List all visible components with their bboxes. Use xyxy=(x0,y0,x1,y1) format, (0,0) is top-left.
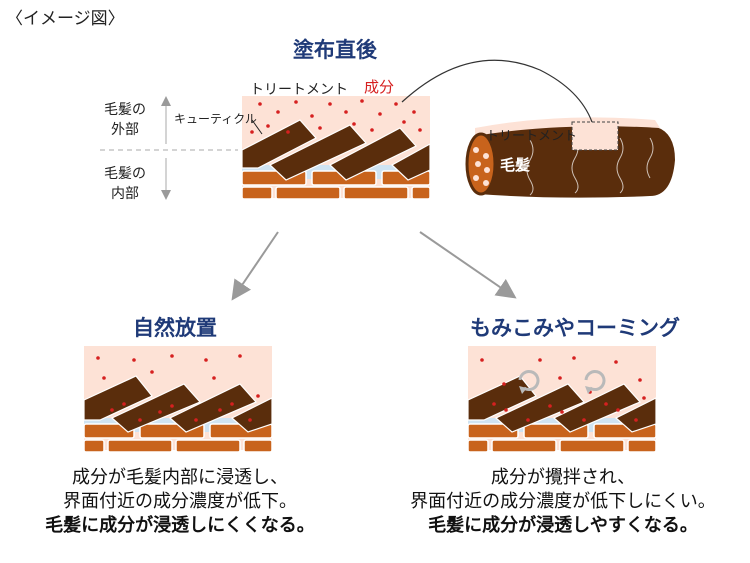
left-caption-line1: 成分が毛髪内部に浸透し、 xyxy=(72,467,288,488)
right-title: もみこみやコーミング xyxy=(470,316,680,340)
left-cross-section xyxy=(83,346,273,453)
image-label: 〈イメージ図〉 xyxy=(6,9,125,29)
hair-label: 毛髪 xyxy=(500,156,531,174)
hair-treatment-label: トリートメント xyxy=(486,129,578,144)
hair-strand xyxy=(465,117,675,198)
left-title: 自然放置 xyxy=(133,316,217,340)
right-cross-section xyxy=(467,346,657,453)
component-dots xyxy=(250,99,422,134)
left-caption: 成分が毛髪内部に浸透し、 界面付近の成分濃度が低下。 毛髪に成分が浸透しにくくな… xyxy=(10,466,350,538)
arrow-to-left xyxy=(231,231,279,301)
zoom-connector xyxy=(401,59,593,123)
right-caption-line2: 界面付近の成分濃度が低下しにくい。 xyxy=(410,491,716,512)
arrow-to-right xyxy=(419,231,517,299)
top-title: 塗布直後 xyxy=(293,38,377,62)
treatment-label: トリートメント xyxy=(250,82,348,98)
stir-icon xyxy=(518,370,606,391)
cuticle-label: キューティクル xyxy=(174,112,257,126)
right-caption-bold: 毛髪に成分が浸透しやすくなる。 xyxy=(428,515,698,536)
inner-label: 毛髪の 内部 xyxy=(104,166,146,202)
component-label: 成分 xyxy=(364,78,395,96)
right-caption: 成分が攪拌され、 界面付近の成分濃度が低下しにくい。 毛髪に成分が浸透しやすくな… xyxy=(382,466,744,538)
outer-label: 毛髪の 外部 xyxy=(104,102,146,138)
left-caption-bold: 毛髪に成分が浸透しにくくなる。 xyxy=(45,515,315,536)
right-caption-line1: 成分が攪拌され、 xyxy=(490,467,636,488)
top-cross-section xyxy=(241,96,431,200)
left-caption-line2: 界面付近の成分濃度が低下。 xyxy=(63,491,297,512)
